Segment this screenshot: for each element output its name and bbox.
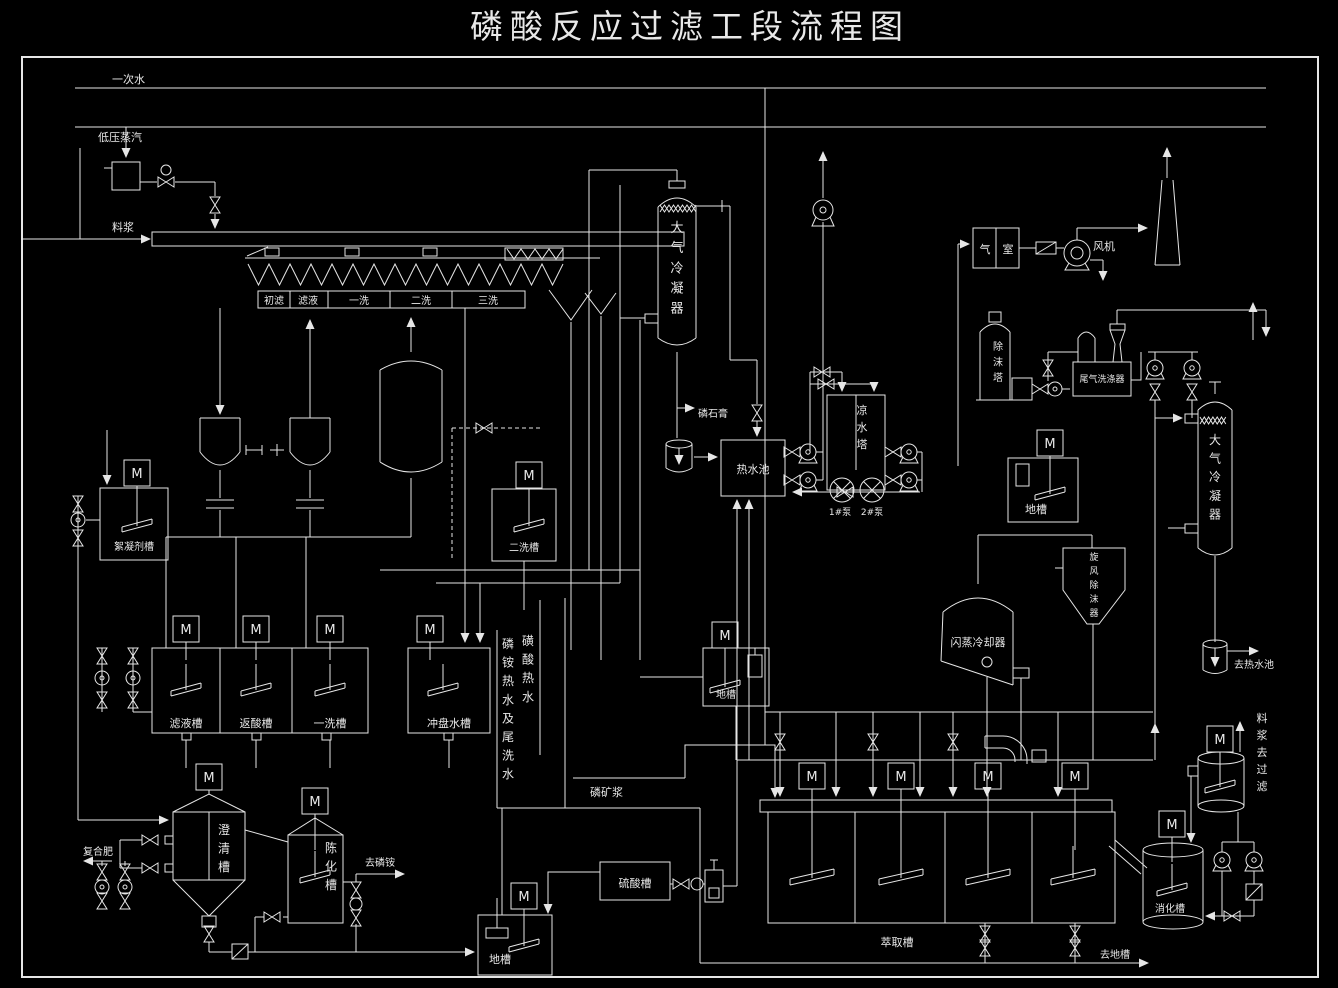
lp-steam-label: 低压蒸汽 [98, 130, 142, 144]
tail-gas-scrubber: 尾气洗涤器 [1072, 302, 1271, 760]
motor-label: M [424, 623, 435, 638]
belt-filter: 初滤 滤液 一洗 二洗 三洗 [245, 246, 617, 321]
filter-section-1: 初滤 [264, 294, 284, 307]
ground-tank-upper: M 地槽 [702, 621, 770, 707]
phosphate-ore-slurry-label: 磷矿浆 [590, 785, 623, 799]
motor-label: M [523, 469, 534, 484]
motor-label: M [518, 890, 529, 905]
clarifier-tank-label: 澄清槽 [218, 822, 230, 874]
extraction-tank: M M M M 萃取槽 去地槽 [700, 711, 1153, 968]
labeled-pipe-runs: 磷铵热水及尾洗水 磺酸热水 磷矿浆 [496, 598, 780, 963]
motor-label: M [982, 770, 993, 785]
cooling-tower-label: 凉水塔 [857, 403, 868, 451]
cyclone-demister-label: 旋风除沫器 [1089, 551, 1098, 619]
filter-section-2: 滤液 [298, 294, 318, 307]
fan-2-label: 2#泵 [861, 507, 883, 518]
gas-chamber-blower: 气 室 风机 [957, 147, 1181, 466]
drawing-border [21, 56, 1319, 978]
ground-tank-lower: M 地槽 [477, 882, 553, 976]
second-wash-tank-label: 二洗槽 [509, 541, 539, 554]
motor-label: M [719, 629, 730, 644]
aging-tank-label: 陈化槽 [325, 840, 337, 892]
fan-1-label: 1#泵 [829, 507, 851, 518]
motor-label: M [324, 623, 335, 638]
digestion-tank: M 消化槽 [1108, 776, 1204, 930]
premix-tank: M 料浆去过滤 [1187, 711, 1268, 922]
ground-tank-right: M 地槽 [1007, 429, 1079, 523]
flash-cooler-label: 闪蒸冷却器 [951, 635, 1006, 649]
ground-tank-right-label: 地槽 [1025, 503, 1047, 516]
gas-chamber-left-label: 气 [980, 242, 991, 256]
demister-tower: 除沫塔 [976, 311, 1079, 401]
cooling-tower: 凉水塔 1#泵 2#泵 [809, 366, 923, 518]
sulfuric-acid-tank: 硫酸槽 [543, 760, 738, 914]
to-ground-tank-label: 去地槽 [1100, 948, 1130, 961]
slurry-to-filtration-label: 料浆去过滤 [1257, 711, 1268, 793]
motor-label: M [895, 770, 906, 785]
to-ammonium-phosphate-label: 去磷铵 [365, 856, 395, 869]
digestion-tank-label: 消化槽 [1155, 902, 1185, 915]
ground-tank-upper-label: 地槽 [716, 688, 736, 701]
demister-tower-label: 除沫塔 [993, 340, 1003, 384]
motor-label: M [806, 770, 817, 785]
to-hot-water-pool-label: 去热水池 [1234, 658, 1274, 671]
atmospheric-condenser-1-label: 大气冷凝器 [670, 221, 683, 317]
motor-label: M [203, 771, 214, 786]
motor-label: M [1044, 437, 1055, 452]
sulfuric-acid-tank-label: 硫酸槽 [619, 876, 652, 890]
motor-label: M [309, 795, 320, 810]
primary-water-label: 一次水 [112, 72, 145, 86]
first-wash-tank-label: 一洗槽 [314, 717, 347, 730]
acid-hot-water-pipe-label: 磺酸热水 [522, 634, 534, 704]
motor-label: M [1214, 733, 1225, 748]
vacuum-receivers [165, 308, 540, 648]
utility-headers: 一次水 低压蒸汽 [75, 72, 1266, 144]
filter-section-3: 一洗 [349, 295, 369, 307]
pan-flush-water-tank: M 冲盘水槽 [407, 615, 491, 768]
flash-cooler: 闪蒸冷却器 [940, 535, 1030, 797]
compound-fertilizer-label: 复合肥 [83, 845, 113, 858]
pan-flush-water-tank-label: 冲盘水槽 [427, 716, 471, 730]
motor-label: M [1166, 818, 1177, 833]
atmospheric-condenser-2-label: 大气冷凝器 [1209, 433, 1221, 521]
left-tank-row: M M M 滤液槽 返酸槽 一洗槽 [94, 615, 369, 768]
slurry-feed-section: 料浆 [22, 127, 685, 261]
gas-chamber-right-label: 室 [1003, 242, 1014, 256]
motor-label: M [180, 623, 191, 638]
slurry-label: 料浆 [112, 220, 134, 234]
filtrate-tank-label: 滤液槽 [170, 716, 203, 730]
clarifier-tank: M 澄清槽 复合肥 [77, 548, 475, 960]
filter-section-4: 二洗 [411, 295, 431, 307]
atmospheric-condenser-1: 大气冷凝器 磷石膏 [620, 170, 758, 473]
motor-label: M [1069, 770, 1080, 785]
flocculant-tank: M 絮凝剂槽 [70, 430, 169, 561]
ammonium-hot-water-pipe-label: 磷铵热水及尾洗水 [502, 636, 514, 781]
blower-label: 风机 [1093, 239, 1115, 253]
filter-section-5: 三洗 [478, 295, 498, 307]
extraction-tank-label: 萃取槽 [881, 936, 914, 949]
flocculant-tank-label: 絮凝剂槽 [114, 540, 154, 553]
phosphogypsum-label: 磷石膏 [698, 407, 728, 420]
piping-lines [380, 88, 766, 760]
hot-water-pool: 热水池 [720, 151, 920, 760]
atmospheric-condenser-2: 大气冷凝器 去热水池 [1155, 381, 1274, 674]
motor-label: M [131, 467, 142, 482]
ground-tank-lower-label: 地槽 [489, 953, 511, 966]
motor-label: M [250, 623, 261, 638]
acid-return-tank-label: 返酸槽 [240, 716, 273, 730]
tail-gas-scrubber-label: 尾气洗涤器 [1079, 373, 1124, 385]
hot-water-pool-label: 热水池 [737, 463, 770, 476]
page-title: 磷酸反应过滤工段流程图 [470, 7, 910, 46]
cyclone-demister: 旋风除沫器 [978, 534, 1126, 760]
aging-tank: M 陈化槽 去磷铵 [244, 787, 405, 952]
second-wash-tank: M 二洗槽 [491, 461, 557, 562]
